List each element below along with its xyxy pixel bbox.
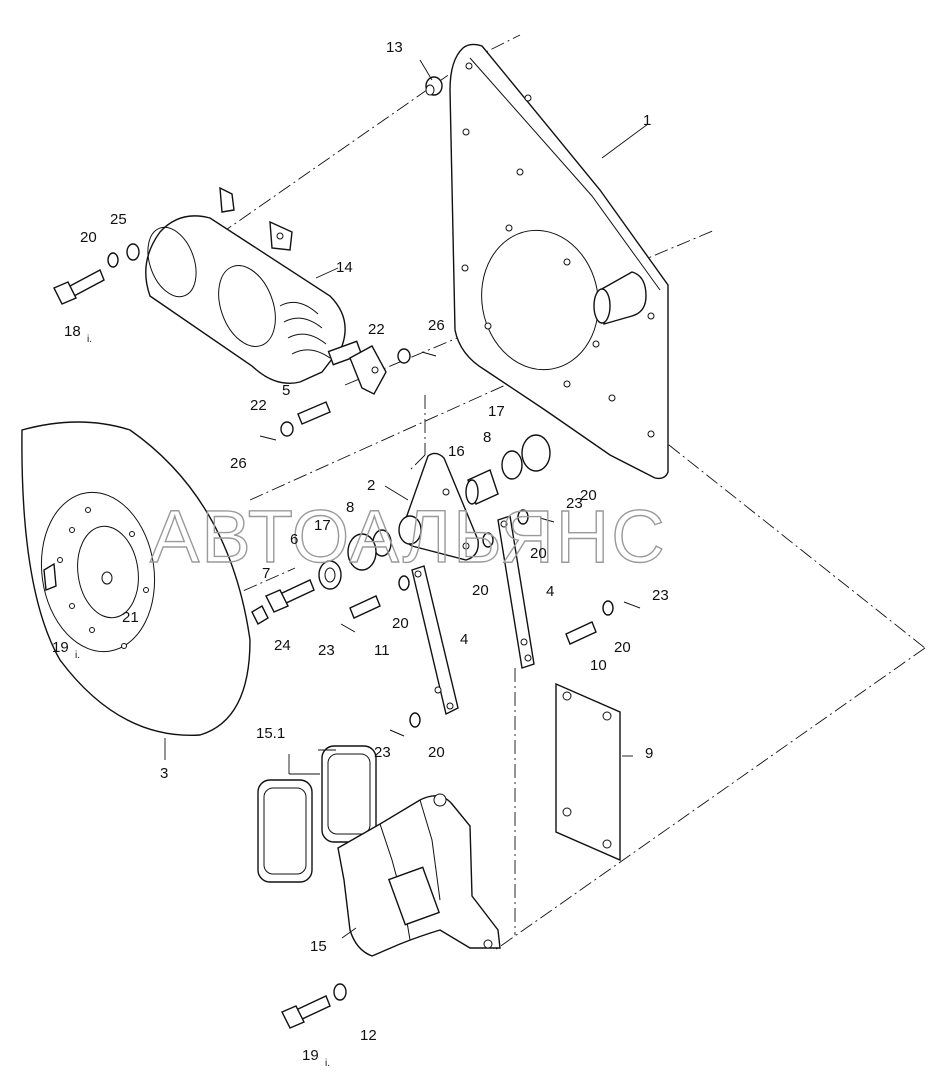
washer-20-b [517,509,529,525]
callout-20-d: 20 [392,615,409,632]
leader-lines [164,59,649,939]
pin-10 [565,621,597,645]
mounting-plate [449,43,669,480]
callout-4a: 4 [460,631,468,648]
washer-12 [333,983,347,1001]
callout-23d: 23 [374,744,391,761]
callout-21: 21 [122,609,139,626]
link-4-left [411,565,459,716]
brake-disc [21,421,251,736]
washer-20-c [398,575,410,591]
callout-23c: 23 [318,642,335,659]
washer-22-upper [397,348,411,364]
callout-12: 12 [360,1027,377,1044]
svg-text:18: 18 [64,323,81,340]
bolt-7 [265,579,315,613]
callout-8a: 8 [483,429,491,446]
lever-2 [398,452,479,561]
washer-25 [126,243,140,261]
callout-20-top: 20 [80,229,97,246]
callout-15-1: 15.1 [256,725,285,742]
callout-7: 7 [262,565,270,582]
bolt-18 [53,269,105,305]
callout-23a: 23 [566,495,583,512]
callout-24: 24 [274,637,291,654]
brake-pads [257,745,377,883]
callout-22a: 22 [368,321,385,338]
link-4-right [497,515,535,669]
split-pins [259,351,641,737]
callout-5: 5 [282,382,290,399]
callout-11: 11 [374,642,390,659]
callout-1: 1 [643,112,651,129]
callout-23b: 23 [652,587,669,604]
svg-text:19: 19 [52,639,69,656]
callout-17b: 17 [314,517,331,534]
callout-20-g: 20 [580,487,597,504]
callout-18: 18 i. [64,323,92,345]
washer-22-lower [280,421,294,437]
ring-17-right [521,434,551,472]
washer-20-top [107,252,119,268]
callout-20-c: 20 [472,582,489,599]
ring-17-left [347,533,377,571]
callout-labels: 1 2 3 4 4 5 6 7 8 8 9 10 11 12 13 14 15 … [52,39,669,1069]
gasket-9 [555,682,621,862]
callout-22b: 22 [250,397,267,414]
washer-20-e [409,712,421,728]
callout-2: 2 [367,477,375,494]
bushing-16 [465,469,499,505]
washer-20-d [602,600,614,616]
svg-text:i.: i. [325,1058,330,1069]
washers [107,243,614,1001]
callout-14: 14 [336,259,353,276]
callout-6: 6 [290,531,298,548]
callout-20-f: 20 [428,744,445,761]
pins [297,401,597,645]
ring-8-right [501,450,523,480]
callout-20-b: 20 [530,545,547,562]
callout-16: 16 [448,443,465,460]
callout-10: 10 [590,657,607,674]
svg-text:19: 19 [302,1047,319,1064]
svg-text:i.: i. [75,650,80,661]
callout-20-e: 20 [614,639,631,656]
callout-3: 3 [160,765,168,782]
pin-11 [349,595,381,619]
callout-19-left: 19 i. [52,639,80,661]
bolt-19-bottom [281,995,331,1029]
bolts [43,269,331,1029]
brake-cylinder [145,186,387,395]
callout-25: 25 [110,211,127,228]
bushing-13 [425,76,443,96]
callout-17a: 17 [488,403,505,420]
callout-9: 9 [645,745,653,762]
caliper [337,793,501,957]
callout-13: 13 [386,39,403,56]
washer-20-a [482,532,494,548]
svg-text:i.: i. [87,334,92,345]
watermark-text: АВТОАЛЬЯНС [150,495,667,578]
callout-26b: 26 [230,455,247,472]
callout-19-bottom: 19 i. [302,1047,330,1069]
nipple-24 [251,605,269,625]
callout-8b: 8 [346,499,354,516]
callout-15: 15 [310,938,327,955]
callout-26a: 26 [428,317,445,334]
pin-5 [297,401,331,425]
callout-4b: 4 [546,583,554,600]
